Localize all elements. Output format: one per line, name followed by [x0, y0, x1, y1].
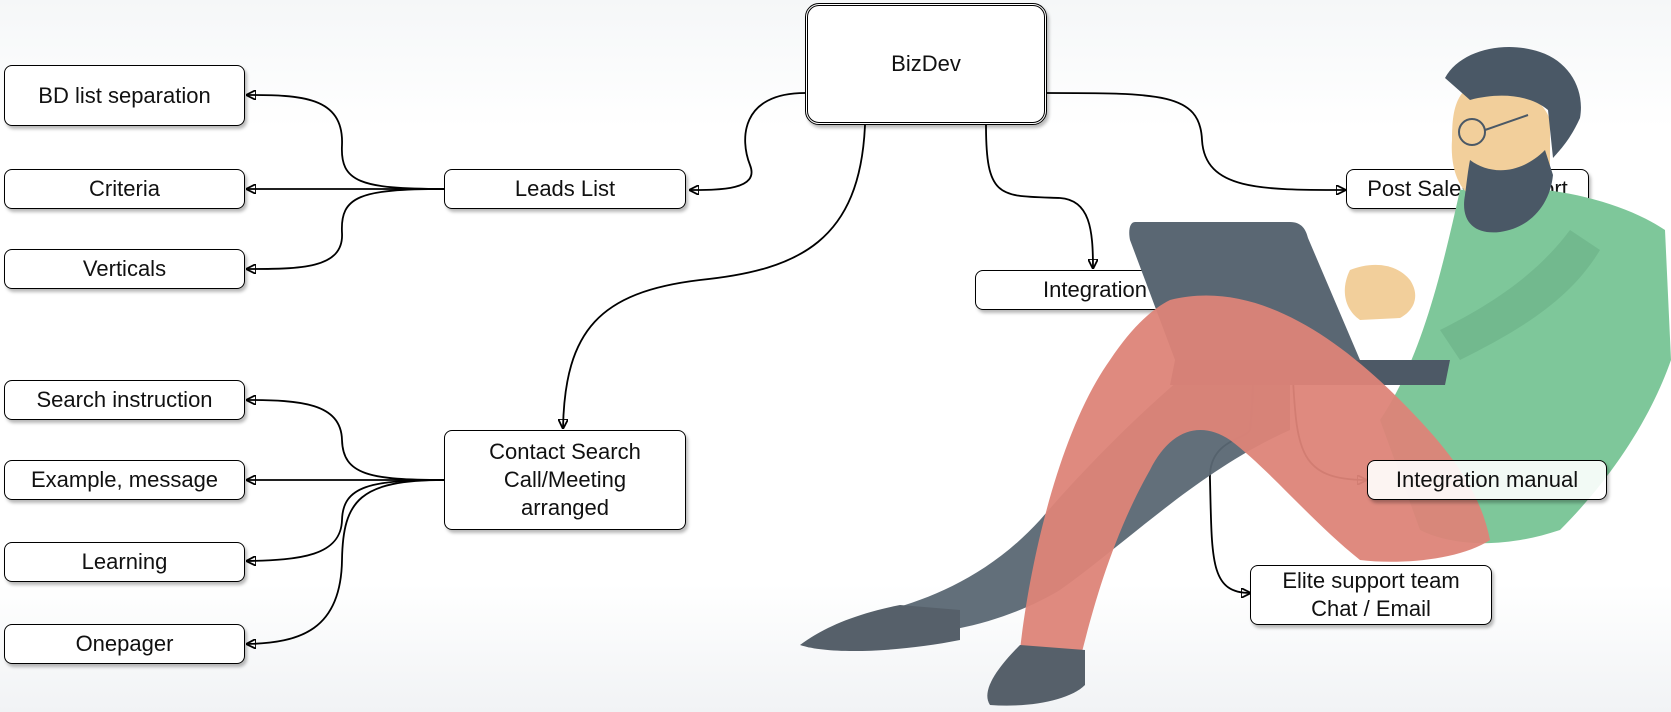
edge-bizdev-post-sales — [1046, 92, 1345, 190]
node-label: Contact Search Call/Meeting arranged — [489, 439, 641, 520]
node-label: Example, message — [30, 467, 219, 492]
node-leads-list[interactable]: Leads List — [444, 169, 686, 209]
edge-integration-manual — [1213, 289, 1366, 480]
edge-integration-elite-support — [1209, 289, 1254, 593]
node-label: Elite support team Chat / Email — [1282, 568, 1460, 621]
node-label: Verticals — [82, 256, 167, 281]
node-onepager[interactable]: Onepager — [4, 624, 245, 664]
node-integration-manual[interactable]: Integration manual — [1367, 460, 1607, 500]
node-label: Leads List — [514, 176, 616, 201]
edge-bizdev-leads-list — [690, 92, 806, 190]
node-contact-search[interactable]: Contact Search Call/Meeting arranged — [444, 430, 686, 530]
node-learning[interactable]: Learning — [4, 542, 245, 582]
edge-contact-search-learning — [247, 479, 445, 561]
node-search-instruction[interactable]: Search instruction — [4, 380, 245, 420]
node-label: Onepager — [75, 631, 174, 656]
node-label: Search instruction — [36, 387, 213, 412]
edge-contact-search-onepager — [247, 479, 445, 644]
node-label: Integration manual — [1395, 467, 1579, 492]
edge-bizdev-contact-search — [563, 124, 866, 428]
node-verticals[interactable]: Verticals — [4, 249, 245, 289]
node-criteria[interactable]: Criteria — [4, 169, 245, 209]
node-example-message[interactable]: Example, message — [4, 460, 245, 500]
node-bizdev[interactable]: BizDev — [805, 3, 1047, 125]
node-label: Criteria — [89, 176, 160, 201]
node-integration[interactable]: Integration — [975, 270, 1215, 310]
node-post-sales-support[interactable]: Post Sales / Support — [1346, 169, 1589, 209]
node-label: Integration — [1043, 277, 1147, 302]
edge-leads-list-bd-list-separation — [247, 95, 445, 190]
edge-leads-list-verticals — [247, 188, 445, 269]
node-label: Post Sales / Support — [1367, 176, 1568, 201]
node-bizdev-label: BizDev — [891, 51, 961, 76]
node-bd-list-separation[interactable]: BD list separation — [4, 65, 245, 126]
edge-bizdev-integration — [985, 124, 1093, 268]
node-label: BD list separation — [38, 82, 211, 108]
node-elite-support-team[interactable]: Elite support team Chat / Email — [1250, 565, 1492, 625]
node-label: Learning — [81, 549, 168, 574]
edge-contact-search-search-instruction — [247, 400, 445, 481]
